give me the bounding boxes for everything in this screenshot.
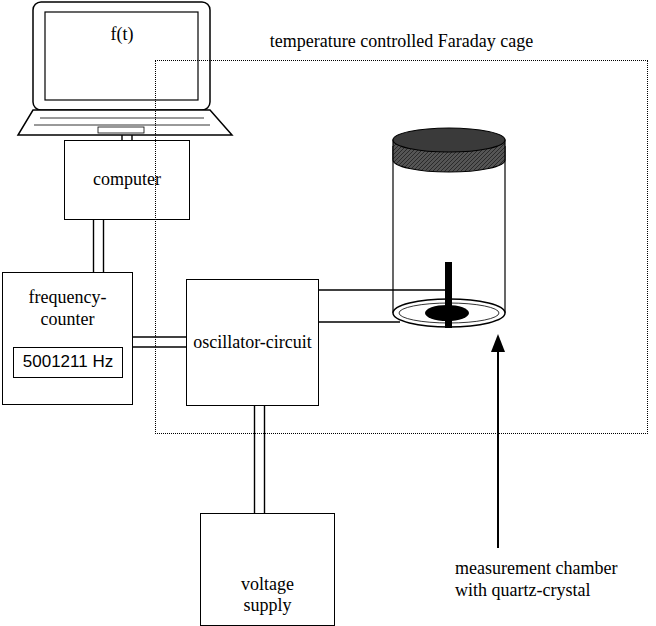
process-box: frequency-counter 5001211 Hz xyxy=(2,272,133,405)
laptop-outline xyxy=(18,2,232,135)
process-box: oscillator-circuit xyxy=(186,279,319,406)
callout-label: measurement chamber with quartz-crystal xyxy=(455,558,633,601)
double-line-connector xyxy=(94,220,104,272)
display-readout: 5001211 Hz xyxy=(13,347,123,378)
node-label: frequency-counter xyxy=(8,287,127,330)
node-label: f(t) xyxy=(111,24,134,46)
node-label: oscillator-circuit xyxy=(193,332,312,354)
node-label: computer xyxy=(93,169,161,191)
region-heading: temperature controlled Faraday cage xyxy=(156,31,647,53)
screen-display: f(t) xyxy=(48,14,196,98)
pointer-arrow xyxy=(491,334,505,548)
node-label: 5001211 Hz xyxy=(23,352,113,372)
crystal-wire xyxy=(318,290,448,322)
measurement-chamber xyxy=(393,128,505,328)
double-line-connector xyxy=(255,406,265,513)
double-line-connector xyxy=(133,337,186,347)
node-label: voltage supply xyxy=(228,574,308,617)
dotted-region: temperature controlled Faraday cageoscil… xyxy=(155,60,648,434)
process-box: voltage supply xyxy=(200,513,335,626)
process-box: computer xyxy=(64,140,190,220)
